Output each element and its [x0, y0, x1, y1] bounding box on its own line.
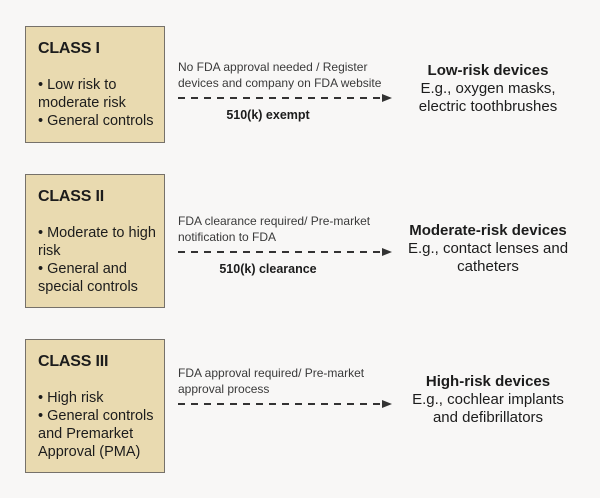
dashed-arrow: [178, 400, 392, 408]
arrow-sublabel: 510(k) exempt: [226, 108, 310, 122]
class-bullet: • General and special controls: [38, 261, 138, 295]
class-box-class-3: CLASS III • High risk • General controls…: [25, 339, 165, 473]
result-description: E.g., contact lenses and catheters: [407, 240, 569, 275]
class-box-class-2: CLASS II • Moderate to high risk • Gener…: [25, 174, 165, 308]
result-block-class-1: Low-risk devices E.g., oxygen masks, ele…: [400, 62, 576, 116]
result-title: Moderate-risk devices: [409, 222, 567, 239]
result-description: E.g., oxygen masks, electric toothbrushe…: [418, 80, 558, 115]
class-title: CLASS I: [38, 40, 100, 57]
result-title: High-risk devices: [425, 373, 551, 390]
result-block-class-3: High-risk devices E.g., cochlear implant…: [400, 373, 576, 427]
result-title: Low-risk devices: [427, 62, 549, 79]
class-title: CLASS II: [38, 188, 104, 205]
arrow-group-class-1: No FDA approval needed / Register device…: [178, 60, 394, 122]
class-bullet: • Moderate to high risk: [38, 225, 156, 259]
dashed-arrow: [178, 248, 392, 256]
class-bullet: • High risk: [38, 390, 104, 406]
class-bullet: • General controls: [38, 113, 154, 129]
result-description: E.g., cochlear implants and defibrillato…: [412, 391, 564, 426]
arrow-label: No FDA approval needed / Register device…: [178, 60, 382, 90]
arrow-sublabel: 510(k) clearance: [219, 262, 317, 276]
result-block-class-2: Moderate-risk devices E.g., contact lens…: [400, 222, 576, 276]
class-title: CLASS III: [38, 353, 109, 370]
arrow-group-class-2: FDA clearance required/ Pre-market notif…: [178, 214, 394, 276]
class-bullet: • Low risk to moderate risk: [38, 77, 126, 111]
arrowhead-icon: [382, 94, 392, 102]
class-box-class-1: CLASS I • Low risk to moderate risk • Ge…: [25, 26, 165, 143]
arrow-label: FDA clearance required/ Pre-market notif…: [178, 214, 371, 244]
arrow-group-class-3: FDA approval required/ Pre-market approv…: [178, 366, 394, 414]
arrowhead-icon: [382, 400, 392, 408]
arrowhead-icon: [382, 248, 392, 256]
dashed-arrow: [178, 94, 392, 102]
arrow-label: FDA approval required/ Pre-market approv…: [178, 366, 365, 396]
class-bullet: • General controls and Premarket Approva…: [38, 408, 154, 460]
